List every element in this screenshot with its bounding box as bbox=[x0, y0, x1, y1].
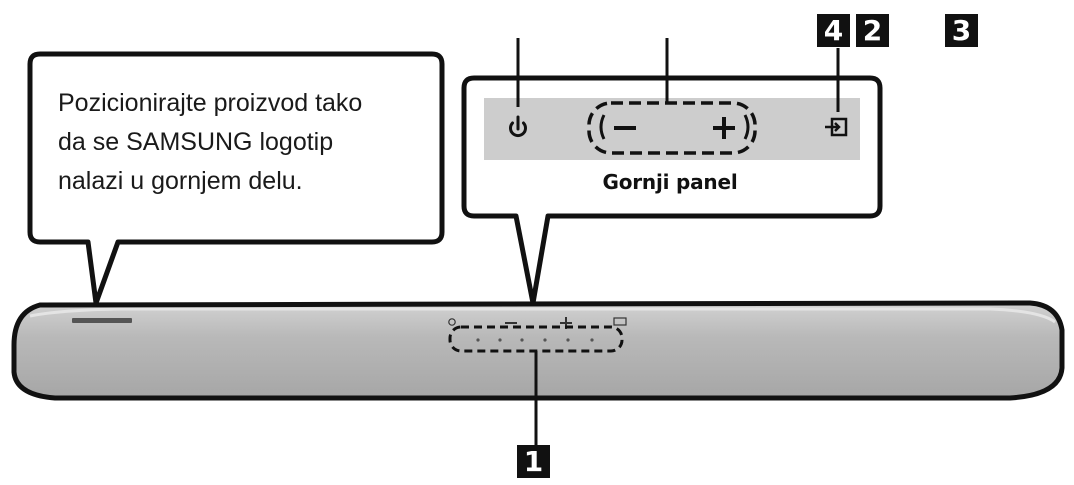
volume-highlight bbox=[587, 101, 757, 155]
top-panel-strip bbox=[484, 98, 860, 160]
samsung-logo bbox=[72, 318, 132, 323]
callout-line-2: da se SAMSUNG logotip bbox=[58, 128, 334, 156]
volume-bracket-right-icon bbox=[743, 114, 750, 140]
volume-minus-icon bbox=[614, 126, 636, 130]
callout-line-1: Pozicionirajte proizvod tako bbox=[58, 89, 363, 117]
badge-2: 2 bbox=[856, 14, 889, 47]
volume-bracket-left-icon bbox=[599, 114, 606, 140]
badge-3: 3 bbox=[945, 14, 978, 47]
soundbar-body bbox=[11, 300, 1065, 401]
soundbar-top-edge bbox=[29, 307, 1056, 324]
soundbar-panel-dots bbox=[476, 338, 594, 342]
badge-1: 1 bbox=[517, 445, 550, 478]
volume-plus-icon bbox=[713, 117, 735, 139]
power-icon bbox=[509, 115, 527, 138]
callout-line-3: nalazi u gornjem delu. bbox=[58, 167, 303, 195]
soundbar-control-markings bbox=[448, 317, 627, 329]
soundbar bbox=[11, 300, 1065, 401]
source-input-icon bbox=[825, 117, 848, 137]
top-panel-label: Gornji panel bbox=[602, 170, 738, 194]
callout-text: Pozicionirajte proizvod tako da se SAMSU… bbox=[58, 84, 428, 201]
callout-bubble bbox=[27, 51, 445, 306]
badge-4: 4 bbox=[817, 14, 850, 47]
